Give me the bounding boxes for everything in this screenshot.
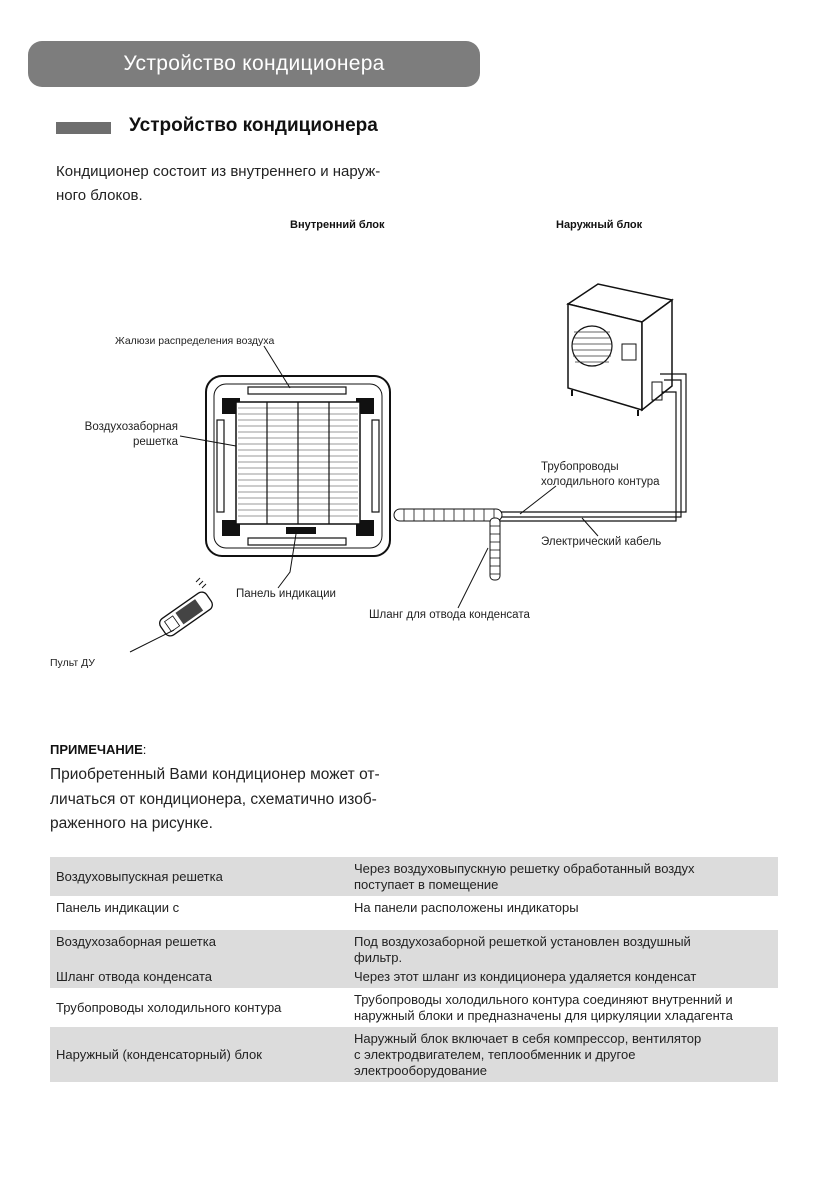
cable-callout: Электрический кабель: [541, 536, 662, 548]
component-desc: На панели расположены индикаторы: [354, 900, 579, 915]
display-panel-callout: Панель индикации: [236, 588, 336, 600]
component-desc: Через этот шланг из кондиционера удаляет…: [348, 969, 778, 988]
page-banner: Устройство кондиционера: [28, 41, 480, 87]
note-text: Приобретенный Вами кондиционер может от-…: [50, 766, 380, 832]
component-name: Воздухозаборная решетка: [50, 930, 348, 969]
intake-grille-callout: Воздухозаборная решетка: [84, 421, 178, 448]
section-marker: [56, 122, 111, 134]
table-row: Шланг отвода конденсата Через этот шланг…: [50, 969, 778, 988]
component-name: Панель индикации с: [56, 900, 180, 915]
component-desc: Под воздухозаборной решеткой установлен …: [348, 930, 778, 969]
drain-hose-callout: Шланг для отвода конденсата: [369, 609, 530, 621]
component-desc: Через воздуховыпускную решетку обработан…: [348, 857, 778, 896]
drain-hose-illustration: [489, 517, 501, 581]
component-name: Наружный (конденсаторный) блок: [50, 1027, 348, 1082]
table-row: Воздухозаборная решетка Под воздухозабор…: [50, 930, 778, 969]
louvers-callout: Жалюзи распределения воздуха: [115, 335, 275, 347]
table-row: Наружный (конденсаторный) блок Наружный …: [50, 1027, 778, 1082]
component-name: Трубопроводы холодильного контура: [56, 1000, 282, 1015]
pipe-insulation: [393, 508, 503, 522]
component-desc: Трубопроводы холодильного контура соедин…: [354, 992, 733, 1023]
outdoor-unit-label: Наружный блок: [556, 219, 643, 231]
table-row: Трубопроводы холодильного контура Трубоп…: [50, 988, 778, 1027]
component-name: Шланг отвода конденсата: [50, 969, 348, 988]
components-table: Воздуховыпускная решетка Через воздуховы…: [50, 857, 778, 1082]
intro-paragraph: Кондиционер состоит из внутреннего и нар…: [56, 163, 381, 204]
component-desc: Наружный блок включает в себя компрессор…: [348, 1027, 778, 1082]
refrigerant-pipes-line: [500, 373, 687, 522]
component-name: Воздуховыпускная решетка: [50, 857, 348, 896]
remote-callout: Пульт ДУ: [50, 657, 95, 669]
air-conditioner-diagram: [129, 283, 687, 653]
indoor-unit-label: Внутренний блок: [290, 219, 385, 231]
indoor-unit-illustration: [205, 375, 391, 557]
remote-control-illustration: [159, 591, 213, 637]
table-row: Воздуховыпускная решетка Через воздуховы…: [50, 857, 778, 896]
section-title: Устройство кондиционера: [129, 115, 378, 136]
table-row: Панель индикации с На панели расположены…: [50, 896, 778, 930]
outdoor-unit-illustration: [566, 283, 674, 416]
pipes-callout: Трубопроводы холодильного контура: [541, 461, 660, 488]
note-heading: ПРИМЕЧАНИЕ:: [50, 742, 147, 757]
